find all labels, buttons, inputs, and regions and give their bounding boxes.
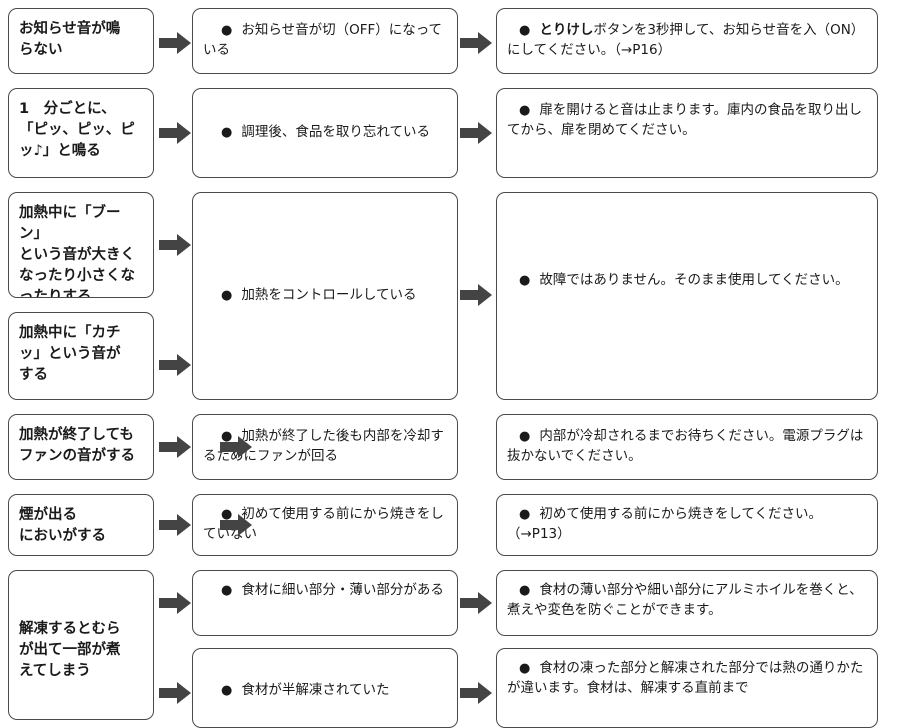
- symptom-box: 煙が出る においがする: [8, 494, 154, 556]
- remedy-box: ●食材の薄い部分や細い部分にアルミホイルを巻くと、煮えや変色を防ぐことができます…: [496, 570, 878, 636]
- remedy-box: ●扉を開けると音は止まります。庫内の食品を取り出してから、扉を閉めてください。: [496, 88, 878, 178]
- bullet: ●: [519, 273, 531, 288]
- remedy-box: ● 故障ではありません。そのまま使用してください。: [496, 192, 878, 400]
- button-name: とりけし: [539, 22, 594, 38]
- bullet: ●: [221, 125, 233, 141]
- cause-text: 調理後、食品を取り忘れている: [241, 124, 430, 141]
- arrow-right-icon: [460, 592, 492, 614]
- cause-box: ● 食材が半解凍されていた: [192, 648, 458, 728]
- remedy-text: 内部が冷却されるまでお待ちください。電源プラグは抜かないでください。: [507, 428, 864, 464]
- remedy-box: ● とりけしボタンを3秒押して、お知らせ音を入（ON）にしてください。（→P16）: [496, 8, 878, 74]
- remedy-text: 故障ではありません。そのまま使用してください。: [539, 272, 849, 288]
- bullet: ●: [519, 429, 531, 444]
- cause-box: ●お知らせ音が切（OFF）になっている: [192, 8, 458, 74]
- symptom-text: お知らせ音が鳴 らない: [19, 21, 121, 59]
- remedy-text: 食材の薄い部分や細い部分にアルミホイルを巻くと、煮えや変色を防ぐことができます。: [507, 582, 863, 618]
- bullet: ●: [221, 583, 233, 598]
- cause-box: ● 食材に細い部分・薄い部分がある: [192, 570, 458, 636]
- arrow-right-icon: [159, 436, 191, 458]
- symptom-text: 加熱が終了しても ファンの音がする: [19, 427, 135, 465]
- symptom-box: お知らせ音が鳴 らない: [8, 8, 154, 74]
- bullet: ●: [221, 683, 233, 698]
- cause-text: 食材が半解凍されていた: [241, 682, 390, 698]
- symptom-text: 加熱中に「カチ ッ」という音が する: [19, 325, 121, 384]
- remedy-text: 初めて使用する前にから焼きをしてください。（→P13）: [507, 506, 823, 542]
- arrow-right-icon: [460, 682, 492, 704]
- bullet: ●: [221, 23, 233, 38]
- cause-text: 加熱をコントロールしている: [241, 287, 417, 304]
- arrow-right-icon: [159, 32, 191, 54]
- symptom-text: 煙が出る においがする: [19, 507, 106, 545]
- symptom-text: 加熱中に「ブーン」 という音が大きく なったり小さくな ったりする: [19, 205, 135, 298]
- bullet: ●: [519, 583, 531, 598]
- cause-box: ● 調理後、食品を取り忘れている: [192, 88, 458, 178]
- remedy-text: 食材の凍った部分と解凍された部分では熱の通りかたが違います。食材は、解凍する直前…: [507, 660, 864, 696]
- symptom-box: 加熱が終了しても ファンの音がする: [8, 414, 154, 480]
- cause-box: ● 加熱をコントロールしている: [192, 192, 458, 400]
- bullet: ●: [221, 507, 233, 522]
- remedy-box: ●内部が冷却されるまでお待ちください。電源プラグは抜かないでください。: [496, 414, 878, 480]
- arrow-right-icon: [159, 354, 191, 376]
- bullet: ●: [519, 661, 531, 676]
- arrow-right-icon: [159, 514, 191, 536]
- symptom-box: 解凍するとむら が出て一部が煮 えてしまう: [8, 570, 154, 720]
- arrow-right-icon: [220, 436, 252, 458]
- arrow-right-icon: [159, 682, 191, 704]
- symptom-text: 1 分ごとに、 「ピッ、ピッ、ピ ッ♪」と鳴る: [19, 101, 135, 160]
- remedy-box: ●食材の凍った部分と解凍された部分では熱の通りかたが違います。食材は、解凍する直…: [496, 648, 878, 728]
- arrow-right-icon: [460, 284, 492, 306]
- remedy-text: ボタンを3秒押して、お知らせ音を入（ON）にしてください。（→P16）: [507, 22, 865, 58]
- symptom-text: 解凍するとむら が出て一部が煮 えてしまう: [19, 621, 121, 680]
- arrow-right-icon: [159, 122, 191, 144]
- cause-text: お知らせ音が切（OFF）になっている: [203, 22, 443, 58]
- arrow-right-icon: [159, 234, 191, 256]
- arrow-right-icon: [460, 122, 492, 144]
- symptom-box: 加熱中に「ブーン」 という音が大きく なったり小さくな ったりする: [8, 192, 154, 298]
- remedy-text: 扉を開けると音は止まります。庫内の食品を取り出してから、扉を閉めてください。: [507, 102, 862, 138]
- bullet: ●: [519, 23, 531, 38]
- arrow-right-icon: [220, 514, 252, 536]
- symptom-box: 1 分ごとに、 「ピッ、ピッ、ピ ッ♪」と鳴る: [8, 88, 154, 178]
- bullet: ●: [221, 288, 233, 304]
- cause-text: 食材に細い部分・薄い部分がある: [241, 582, 444, 598]
- arrow-right-icon: [159, 592, 191, 614]
- remedy-box: ●初めて使用する前にから焼きをしてください。（→P13）: [496, 494, 878, 556]
- bullet: ●: [221, 429, 233, 444]
- cause-text: 初めて使用する前にから焼きをしていない: [203, 506, 444, 542]
- arrow-right-icon: [460, 32, 492, 54]
- bullet: ●: [519, 103, 531, 118]
- symptom-box: 加熱中に「カチ ッ」という音が する: [8, 312, 154, 400]
- bullet: ●: [519, 507, 531, 522]
